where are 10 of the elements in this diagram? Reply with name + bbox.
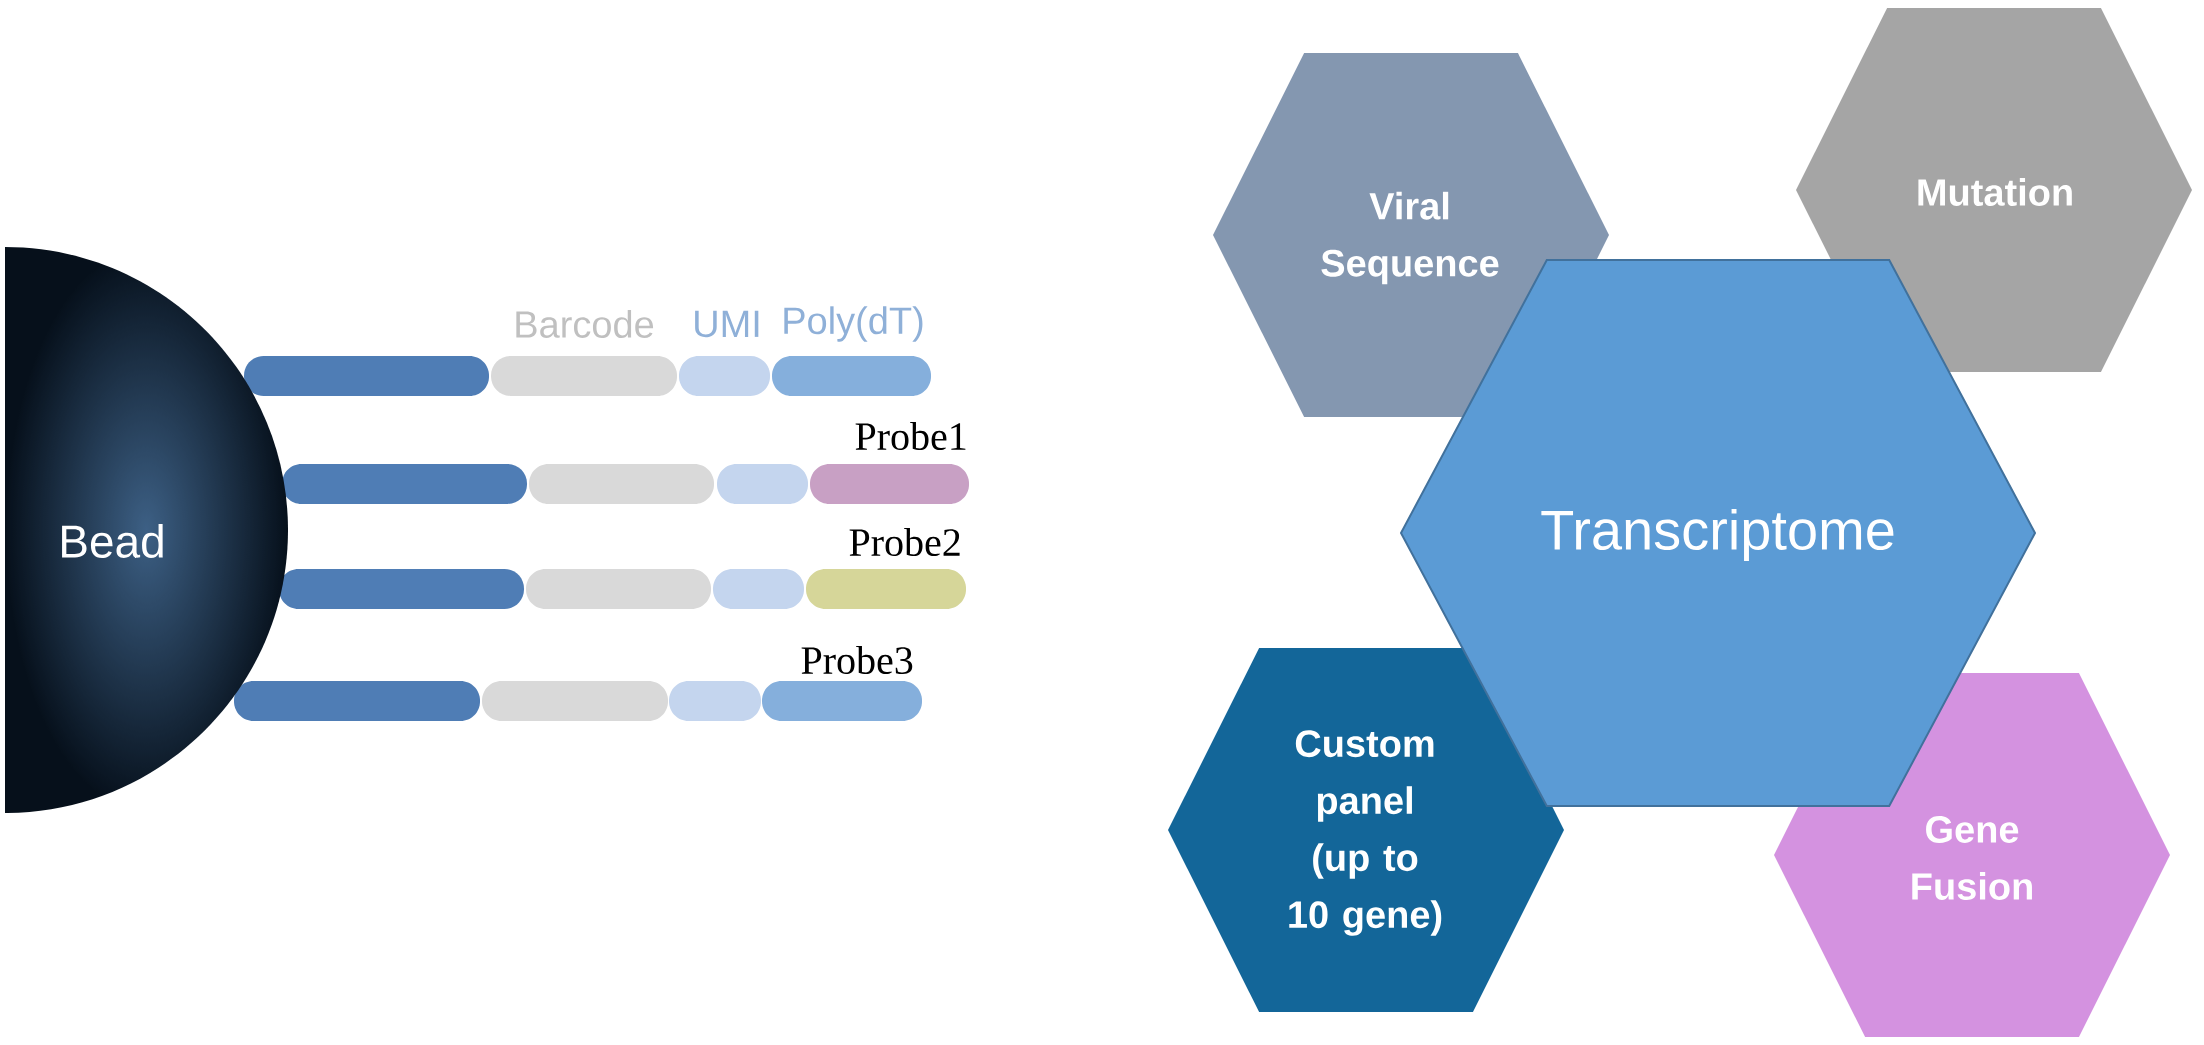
probe-label: Probe3	[801, 645, 913, 675]
probe-label: Probe2	[849, 527, 960, 557]
segment-label: Barcode	[516, 310, 654, 338]
segment-label: Poly(dT)	[784, 306, 923, 342]
hexagon: Custom panel (up to 10 gene)	[1168, 648, 1564, 1012]
probe-label: Probe1	[855, 421, 966, 451]
hexagon: Mutation	[1796, 8, 2192, 372]
bead: Bead	[62, 524, 163, 558]
hexagon: Viral Sequence	[1213, 53, 1609, 417]
segment-label: UMI	[695, 310, 759, 338]
